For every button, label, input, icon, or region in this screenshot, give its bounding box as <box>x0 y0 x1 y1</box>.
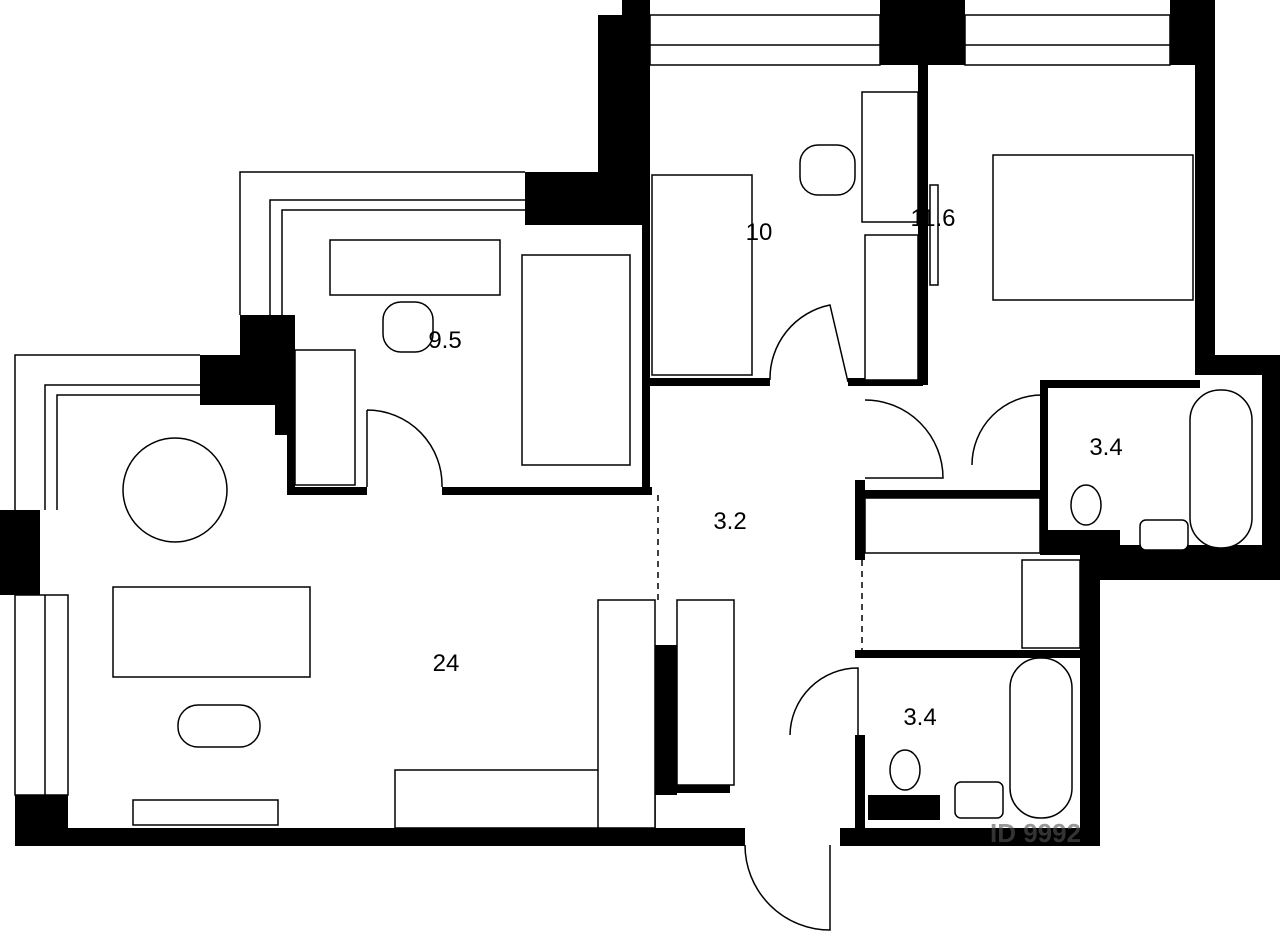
door-11 <box>864 399 944 479</box>
wall-9-5-left <box>275 315 295 435</box>
bed-9-5 <box>521 254 631 466</box>
balcony-9-5 <box>239 171 525 315</box>
tv-11 <box>929 184 939 286</box>
wall-kitchen-bottom <box>655 785 730 793</box>
wall-10-left <box>598 15 650 225</box>
wall-bottom-left <box>15 828 745 846</box>
door-9-5 <box>366 409 443 488</box>
wall-divider-10-11 <box>918 65 928 385</box>
wall-9-5-bottom-a <box>287 487 367 495</box>
wall-bath-upper-top <box>1040 380 1200 388</box>
washing-machine <box>1021 559 1081 649</box>
room-area-9-5: 9.5 <box>428 327 462 354</box>
wall-bath-box <box>868 795 940 820</box>
door-bath-upper <box>971 394 1043 466</box>
wall-bottom-right <box>840 828 1100 846</box>
toilet-upper <box>1070 484 1102 526</box>
window-top-10 <box>649 14 881 66</box>
tv-stand <box>132 799 279 826</box>
chair-10 <box>799 144 856 196</box>
window-left <box>14 594 69 796</box>
door-10 <box>769 304 849 383</box>
room-area-bath-upper: 3.4 <box>1089 434 1123 461</box>
wall-kitchen <box>655 645 677 795</box>
wall-hall-mid <box>855 480 865 560</box>
wall-bath-lower-left <box>855 735 865 845</box>
desk-9-5 <box>329 239 501 296</box>
wardrobe-9-5 <box>294 349 356 486</box>
room-area-hall: 3.2 <box>713 508 747 535</box>
wall-bath-box-2 <box>1045 530 1120 555</box>
sink-upper <box>1139 519 1189 551</box>
desk-10 <box>861 91 919 223</box>
wall-column-left <box>0 510 40 595</box>
hall-wardrobe <box>676 599 735 786</box>
walls <box>0 0 1280 846</box>
wall-top-block-c <box>1170 0 1215 65</box>
wall-10-left-lower <box>642 225 650 490</box>
wardrobe-10 <box>864 234 919 381</box>
toilet-lower <box>889 749 921 791</box>
wall-block-9-5-top <box>525 172 600 225</box>
wall-right-upper <box>1195 65 1215 365</box>
bed-10 <box>651 174 753 376</box>
wall-hall-h <box>855 490 1045 498</box>
dining-table <box>122 437 228 543</box>
furniture <box>112 91 1253 829</box>
door-bath-lower <box>789 667 859 736</box>
balcony-living <box>14 354 200 510</box>
room-area-living: 24 <box>432 650 460 677</box>
wall-right-lower <box>1080 545 1100 845</box>
wall-bath-upper-left <box>1040 380 1048 555</box>
window-top-11 <box>964 14 1171 66</box>
wall-bath-lower-top <box>855 650 1080 658</box>
bathtub-lower <box>1009 657 1073 819</box>
wall-9-5-bottom-b <box>442 487 652 495</box>
kitchen-column <box>597 599 656 829</box>
wall-10-bottom-right <box>848 378 923 386</box>
wall-9-5-left-lower <box>287 430 295 495</box>
wall-corner-bottom-left <box>15 795 68 845</box>
wall-right-step <box>1195 355 1280 375</box>
wall-top-block-b <box>880 0 965 65</box>
bed-11 <box>992 154 1194 301</box>
coffee-table <box>177 704 261 748</box>
room-area-10: 10 <box>745 219 773 246</box>
entrance-door <box>744 844 831 931</box>
wall-10-bottom <box>650 378 770 386</box>
room-area-bath-lower: 3.4 <box>903 704 937 731</box>
windows-and-balconies <box>14 14 1171 796</box>
wall-right <box>1262 355 1280 580</box>
watermark: ID 9992 <box>990 818 1082 848</box>
bathtub-upper <box>1189 389 1253 549</box>
chair-9-5 <box>382 301 434 353</box>
doors <box>366 304 1043 931</box>
sofa <box>112 586 311 678</box>
hall-wardrobe-2 <box>864 497 1041 554</box>
sink-lower <box>954 781 1004 819</box>
room-area-11-6: 11.6 <box>910 205 956 232</box>
wall-top-block-a <box>622 0 650 20</box>
